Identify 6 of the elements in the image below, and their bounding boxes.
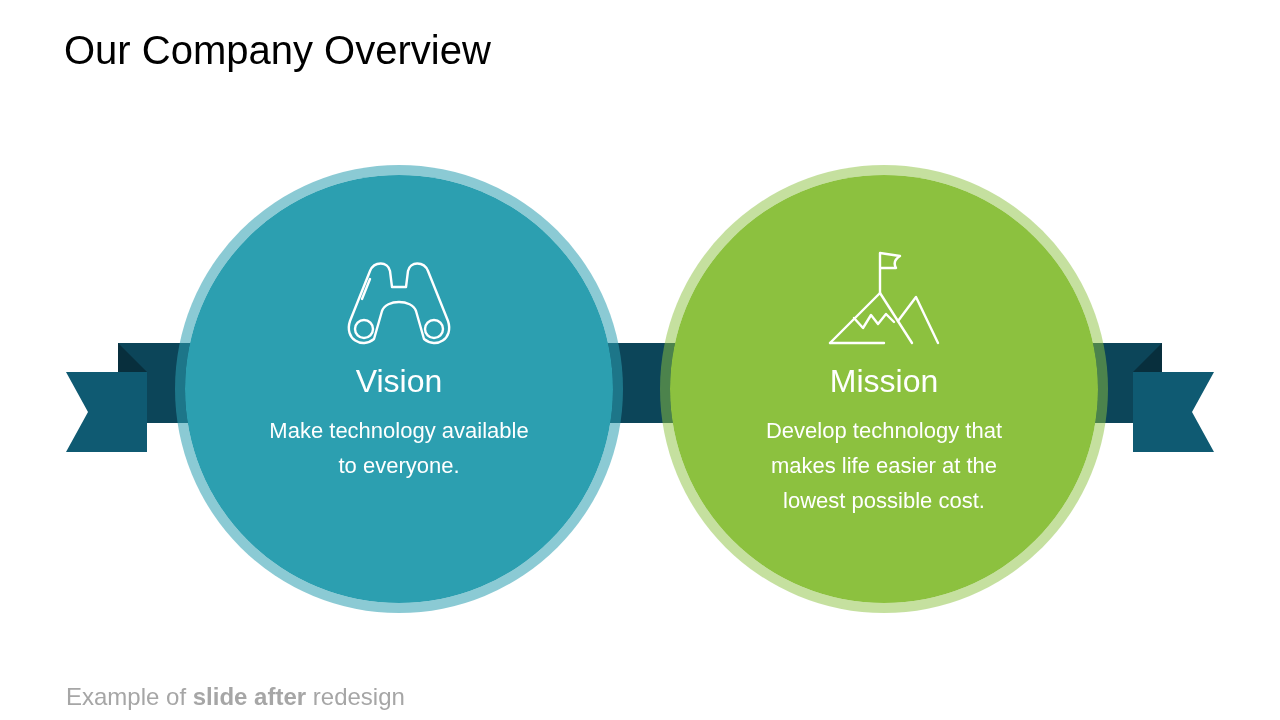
caption: Example of slide after redesign [66,682,405,712]
slide-title: Our Company Overview [64,27,491,74]
circle-description: Develop technology that makes life easier at the lowest possible cost. [764,417,1004,515]
circle-heading: Vision [355,362,443,401]
circle-description: Make technology available to everyone. [268,417,530,480]
circle-heading: Mission [829,362,939,401]
